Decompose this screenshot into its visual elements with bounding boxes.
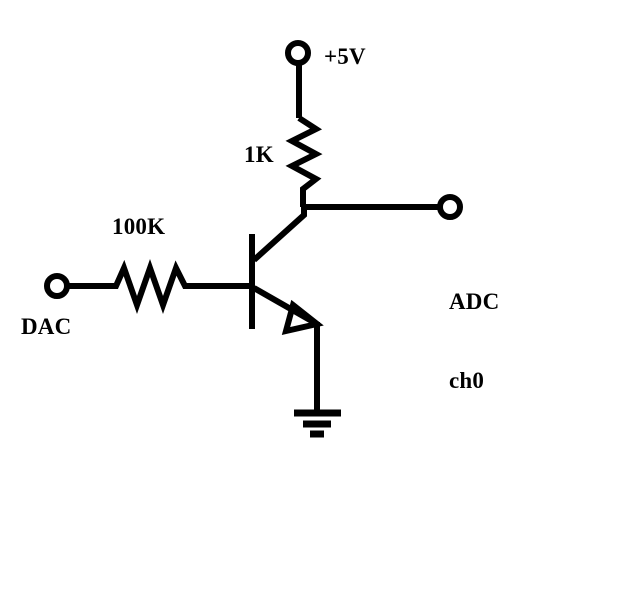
collector-resistor-symbol [285,115,323,207]
dac-terminal-label: DAC [21,314,72,339]
supply-terminal-node[interactable] [285,40,311,66]
supply-label: +5V [324,44,366,69]
input-branch [44,258,252,315]
base-resistor-label: 100K [112,214,166,239]
collector-resistor-label: 1K [244,142,274,167]
npn-transistor-symbol [249,207,324,336]
ground-branch [294,322,341,438]
output-branch [303,194,463,220]
base-resistor-zigzag [105,258,252,315]
adc-terminal-label-line1: ADC [449,288,500,314]
dac-terminal-node[interactable] [44,273,70,299]
adc-terminal-label-line2: ch0 [449,368,485,394]
adc-terminal-label: ADC ch0 [449,236,499,448]
supply-branch [285,40,311,118]
transistor-emitter-arrow [281,299,324,336]
adc-terminal-node[interactable] [437,194,463,220]
collector-resistor-zigzag [285,115,323,207]
transistor-collector-lead [251,207,307,263]
